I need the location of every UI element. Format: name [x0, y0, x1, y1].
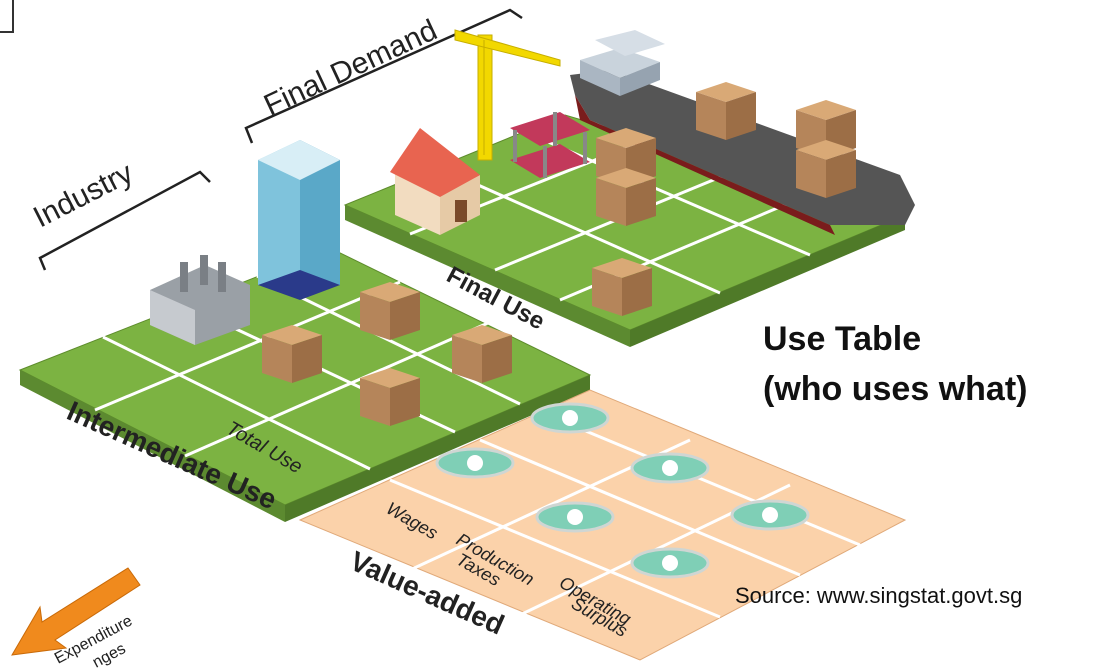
cardboard-box-icon: [360, 368, 420, 426]
construction-crane-icon: [454, 29, 561, 161]
house-icon: [390, 128, 480, 235]
cardboard-box-icon: [696, 82, 756, 140]
cardboard-box-icon: [452, 325, 512, 383]
cardboard-box-icon: [262, 325, 322, 383]
cardboard-box-icon: [360, 282, 420, 340]
diagram-title: Use Table (who uses what): [763, 314, 1027, 414]
building-frame-icon: [510, 112, 590, 178]
final-demand-bracket: [244, 8, 523, 144]
money-bills: [435, 402, 810, 579]
title-line-2: (who uses what): [763, 370, 1028, 408]
cardboard-box-icon: [592, 258, 652, 316]
factory-icon: [150, 255, 250, 345]
office-tower-icon: [258, 140, 340, 300]
cardboard-box-icon: [596, 168, 656, 226]
money-bill-icon: [530, 402, 610, 434]
industry-bracket: [38, 170, 211, 271]
money-bill-icon: [630, 452, 710, 484]
industry-label: Industry: [28, 156, 138, 234]
money-bill-icon: [730, 499, 810, 531]
money-bill-icon: [630, 547, 710, 579]
money-bill-icon: [435, 447, 515, 479]
final-demand-label: Final Demand: [259, 14, 442, 123]
arrow-icon: [11, 567, 141, 656]
cardboard-box-icon: [796, 140, 856, 198]
money-bill-icon: [535, 501, 615, 533]
source-citation: Source: www.singstat.govt.sg: [735, 583, 1023, 608]
frame-corner: [0, 0, 14, 33]
title-line-1: Use Table: [763, 320, 922, 358]
cardboard-boxes: [262, 82, 856, 426]
